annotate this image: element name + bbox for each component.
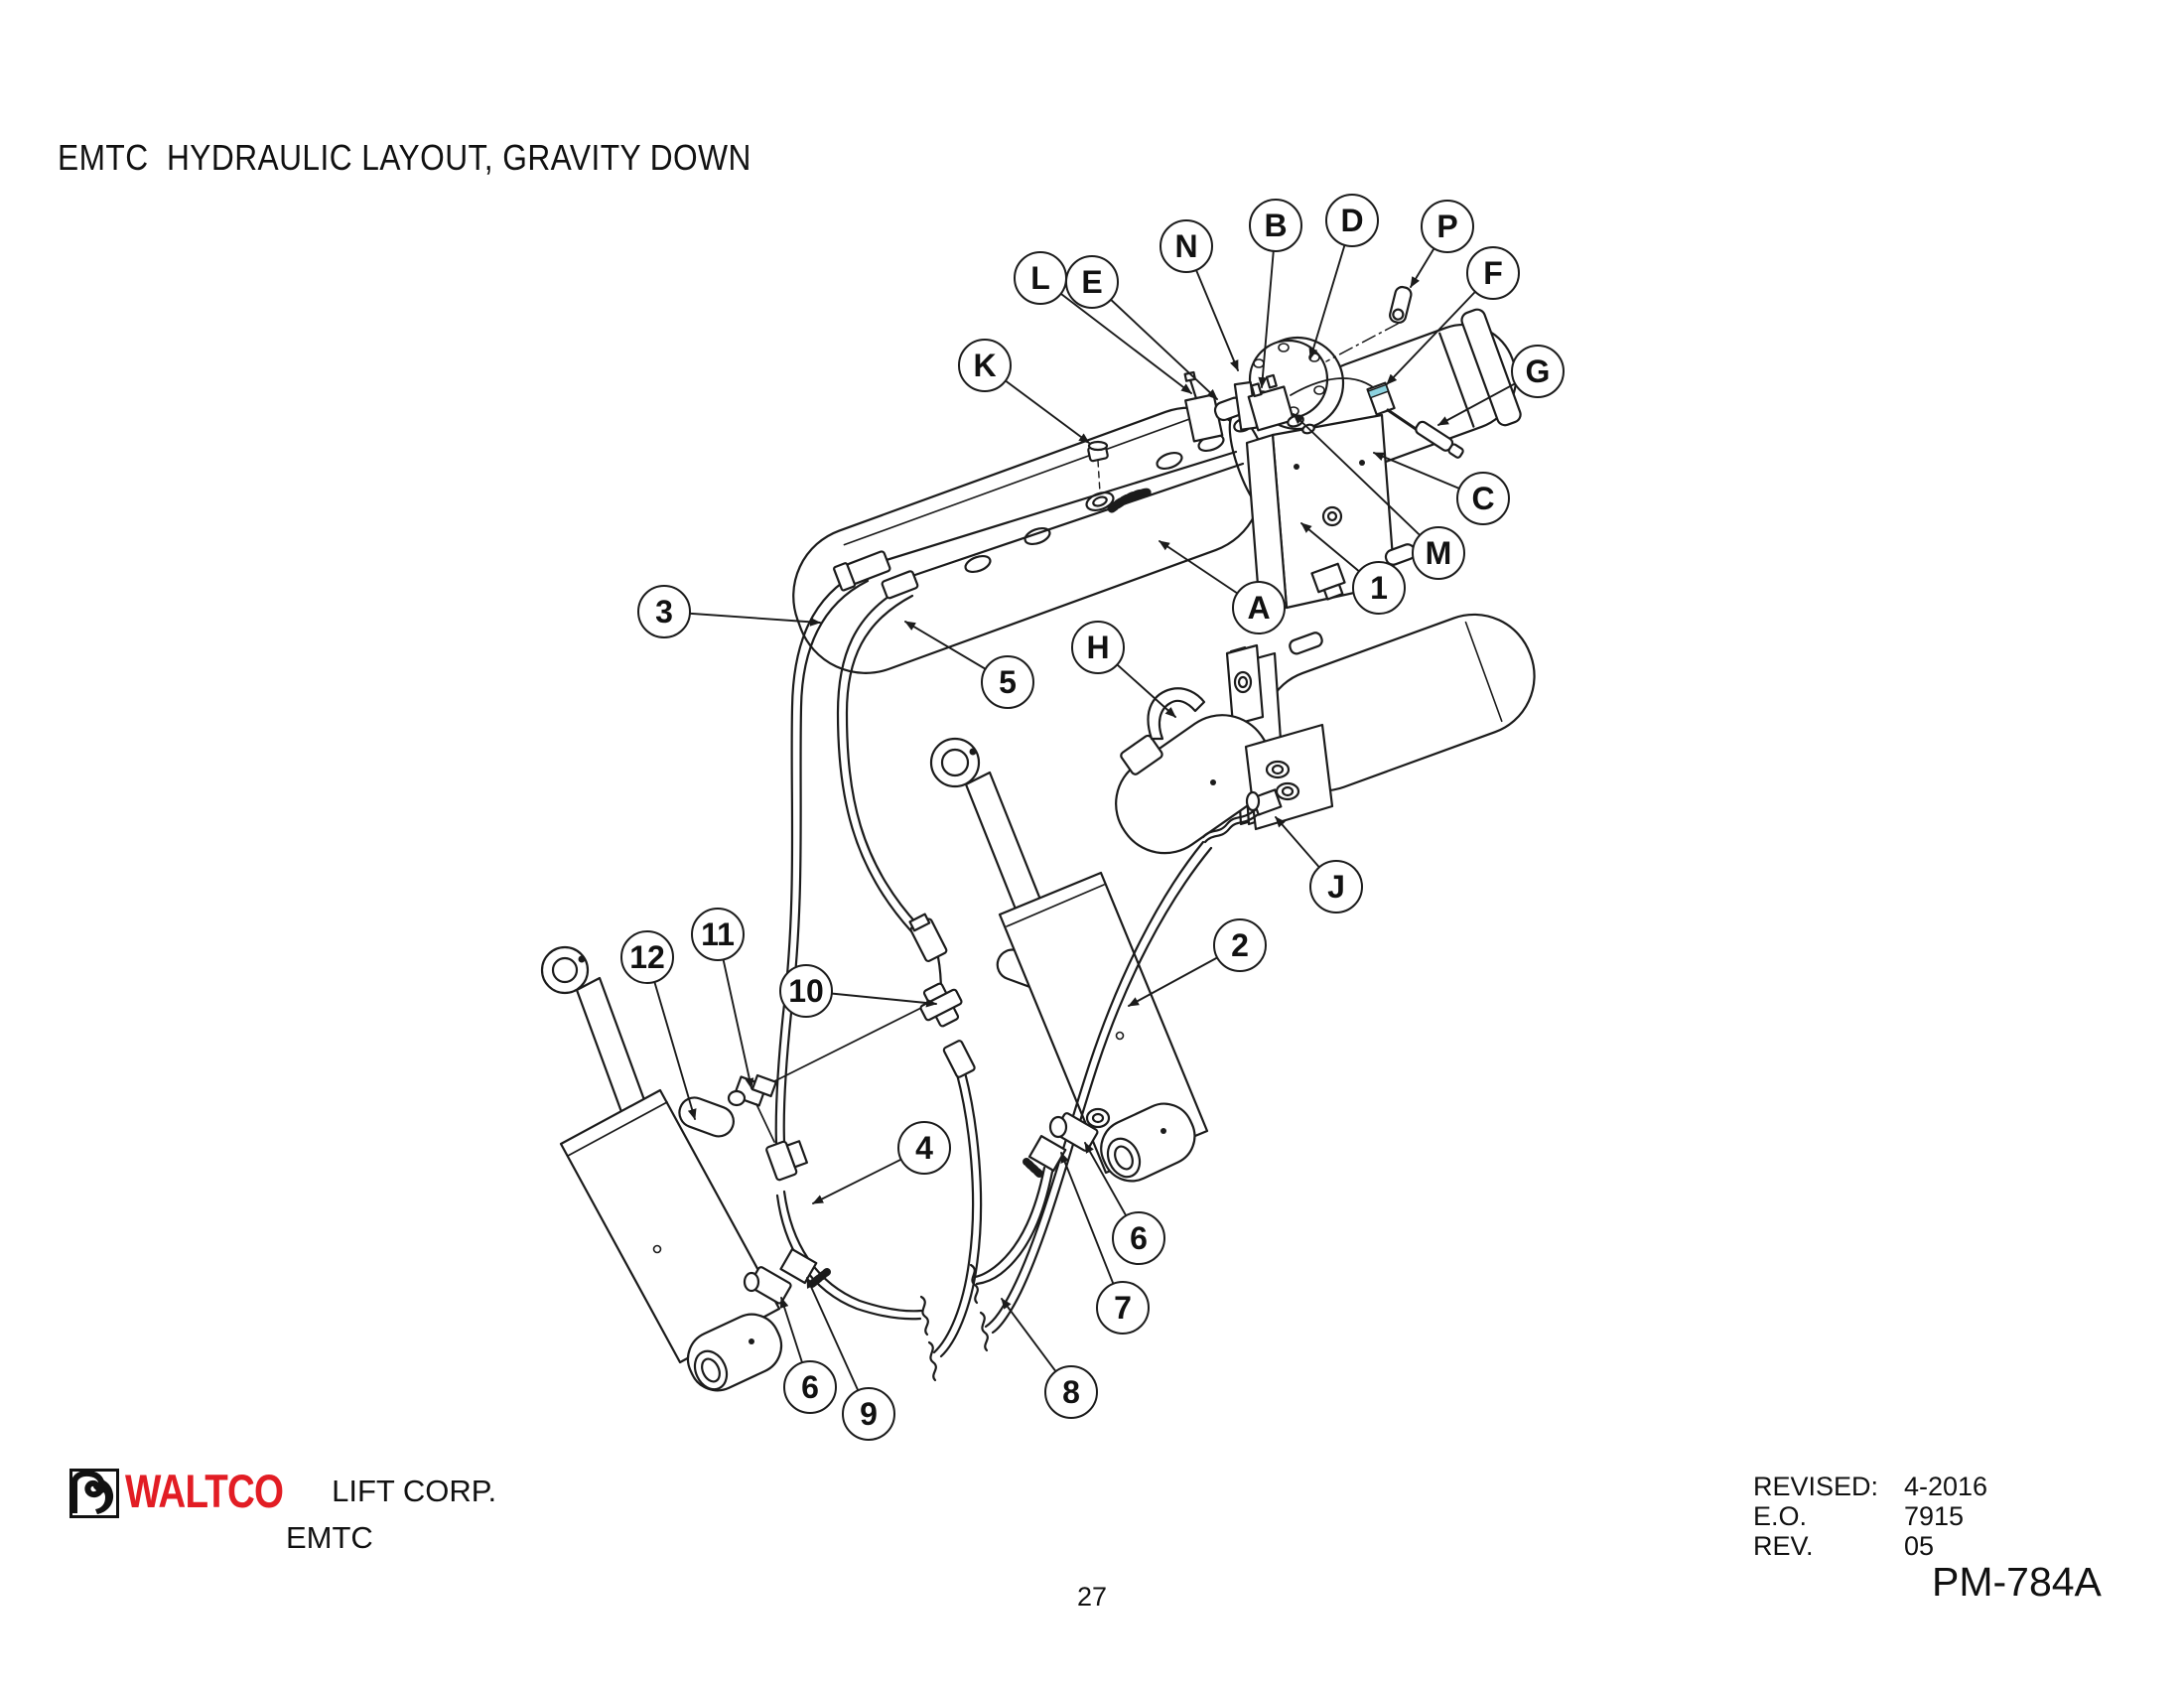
callout-G: G	[1511, 345, 1565, 398]
callout-label: 7	[1114, 1289, 1132, 1326]
callout-F: F	[1466, 246, 1520, 300]
callout-label: E	[1081, 263, 1103, 300]
callout-L: L	[1014, 251, 1067, 305]
callout-C: C	[1456, 472, 1510, 525]
callout-P: P	[1421, 200, 1474, 253]
key-bracket	[1389, 285, 1413, 324]
callout-9: 9	[842, 1387, 895, 1441]
callout-6b: 6	[783, 1360, 837, 1414]
eo-label: E.O.	[1753, 1501, 1808, 1531]
callout-label: A	[1247, 589, 1271, 626]
callout-label: M	[1425, 534, 1452, 571]
callout-11: 11	[691, 908, 745, 961]
callout-label: 2	[1231, 926, 1249, 963]
valve-cluster	[1183, 370, 1315, 443]
callout-E: E	[1065, 255, 1119, 309]
callout-label: C	[1471, 480, 1495, 516]
callout-7: 7	[1096, 1281, 1150, 1335]
dipstick-rod	[1386, 408, 1464, 459]
callout-label: 4	[915, 1129, 933, 1166]
callout-label: 11	[701, 915, 735, 952]
hydraulic-hoses	[757, 450, 1245, 1382]
page-number: 27	[1076, 1582, 1108, 1612]
callout-label: 10	[788, 972, 824, 1009]
lift-cylinder-left	[540, 945, 783, 1392]
callout-label: G	[1525, 352, 1551, 389]
waltco-logo-text: WALTCO	[125, 1465, 284, 1517]
callout-5: 5	[981, 655, 1034, 709]
footer-brand: WALTCO LIFT CORP. EMTC	[69, 1467, 496, 1556]
revision-block: REVISED: 4-2016 E.O. 7915 REV. 05 PM-784…	[1753, 1472, 2102, 1605]
callout-10: 10	[779, 964, 833, 1018]
rev-label: REV.	[1753, 1531, 1814, 1561]
model-name: EMTC	[286, 1520, 373, 1555]
callout-label: 6	[801, 1368, 819, 1405]
callout-label: 9	[860, 1395, 878, 1432]
plug-fitting	[1087, 440, 1109, 493]
callout-label: 1	[1370, 569, 1388, 606]
tee-fitting	[919, 982, 963, 1028]
breather-fitting	[1366, 381, 1396, 416]
callout-A: A	[1232, 581, 1286, 634]
callout-label: 6	[1130, 1219, 1148, 1256]
callout-label: J	[1327, 868, 1345, 905]
eo-value: 7915	[1904, 1501, 1965, 1531]
callout-6a: 6	[1112, 1211, 1165, 1265]
callout-label: 3	[655, 593, 673, 630]
document-number: PM-784A	[1932, 1559, 2102, 1605]
callout-8: 8	[1044, 1365, 1098, 1419]
page-title: EMTC HYDRAULIC LAYOUT, GRAVITY DOWN	[58, 137, 751, 178]
elbow-fitting-11	[727, 1073, 777, 1143]
callout-label: K	[973, 347, 997, 383]
revised-value: 4-2016	[1904, 1472, 1988, 1501]
callout-label: 8	[1062, 1373, 1080, 1410]
waltco-ram-logo-icon	[69, 1469, 119, 1518]
power-unit-main	[792, 285, 1522, 674]
hose-fittings	[727, 550, 1111, 1305]
callout-label: L	[1030, 259, 1050, 296]
callout-2: 2	[1213, 918, 1267, 972]
release-handle	[1147, 687, 1206, 741]
power-unit-second	[1115, 613, 1536, 855]
callout-N: N	[1160, 219, 1213, 273]
callout-12: 12	[620, 930, 674, 984]
pump-hose-fitting	[1201, 788, 1283, 844]
callout-4: 4	[897, 1121, 951, 1175]
callout-D: D	[1325, 194, 1379, 247]
callout-label: P	[1436, 208, 1458, 244]
callout-label: D	[1340, 202, 1364, 238]
rev-value: 05	[1904, 1531, 1935, 1561]
callout-3: 3	[637, 585, 691, 638]
callout-1: 1	[1352, 561, 1406, 615]
callout-label: 12	[629, 938, 665, 975]
callout-label: F	[1483, 254, 1503, 291]
callout-H: H	[1071, 621, 1125, 674]
callout-label: H	[1086, 629, 1110, 665]
revised-label: REVISED:	[1753, 1472, 1879, 1501]
callout-label: N	[1174, 227, 1198, 264]
callout-label: 5	[999, 663, 1017, 700]
company-name: LIFT CORP.	[332, 1474, 497, 1508]
callout-M: M	[1412, 526, 1465, 580]
callout-B: B	[1249, 199, 1302, 252]
callout-K: K	[958, 339, 1012, 392]
callout-label: B	[1264, 207, 1288, 243]
callout-J: J	[1309, 860, 1363, 914]
